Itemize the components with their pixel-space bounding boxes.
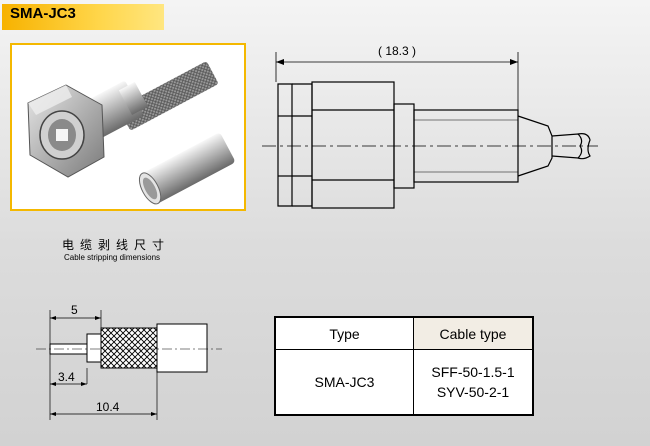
cable-type-2: SYV-50-2-1 — [436, 384, 510, 400]
spec-table: Type Cable type SMA-JC3 SFF-50-1.5-1 SYV… — [274, 316, 534, 416]
page-title: SMA-JC3 — [10, 5, 76, 22]
header-type: Type — [276, 318, 414, 350]
title-badge — [2, 4, 164, 30]
stripping-label-cn: 电缆剥线尺寸 — [62, 238, 171, 252]
product-photo-frame — [10, 43, 246, 211]
product-photo — [27, 61, 235, 205]
strip-dim-b: 3.4 — [58, 370, 75, 384]
overall-length-label: ( 18.3 ) — [378, 44, 417, 58]
stripping-label-en: Cable stripping dimensions — [64, 253, 161, 262]
header-cable-type: Cable type — [414, 318, 532, 350]
strip-dim-c: 10.4 — [96, 400, 120, 414]
strip-dim-a: 5 — [71, 303, 78, 317]
model-cell: SMA-JC3 — [276, 350, 414, 414]
cable-types-cell: SFF-50-1.5-1 SYV-50-2-1 — [414, 350, 532, 414]
cable-type-1: SFF-50-1.5-1 — [431, 364, 515, 380]
